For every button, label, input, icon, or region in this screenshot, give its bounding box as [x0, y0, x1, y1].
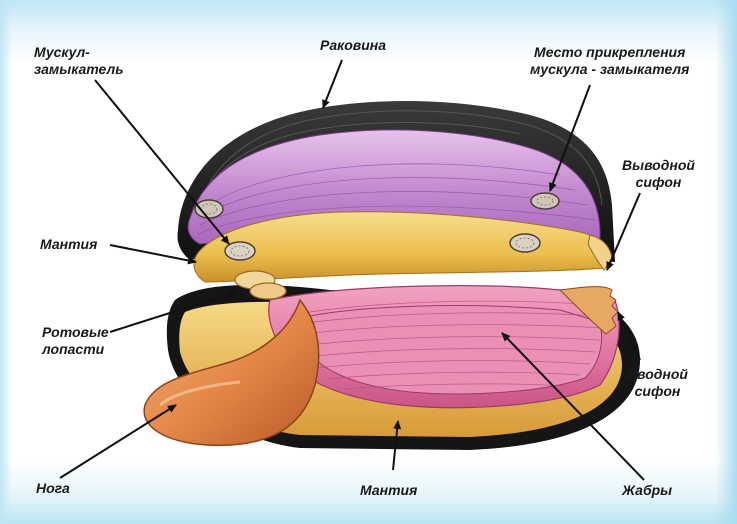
- oral-lobe-2: [250, 283, 286, 299]
- adductor-muscle-rear: [510, 234, 540, 252]
- adductor-muscle-front: [225, 242, 255, 260]
- label-foot: Нога: [36, 480, 70, 497]
- adductor-scar-rear: [531, 193, 559, 209]
- label-muscle-closer: Мускул- замыкатель: [34, 44, 124, 78]
- label-gills: Жабры: [622, 482, 672, 499]
- label-oral-lobes: Ротовые лопасти: [42, 324, 109, 358]
- label-mantle-bottom: Мантия: [360, 482, 417, 499]
- label-inlet-siphon: Вводной сифон: [627, 366, 688, 400]
- label-shell: Раковина: [320, 37, 386, 54]
- label-outlet-siphon: Выводной сифон: [622, 157, 695, 191]
- label-muscle-attachment: Место прикрепления мускула - замыкателя: [530, 44, 689, 78]
- label-mantle-left: Мантия: [40, 236, 97, 253]
